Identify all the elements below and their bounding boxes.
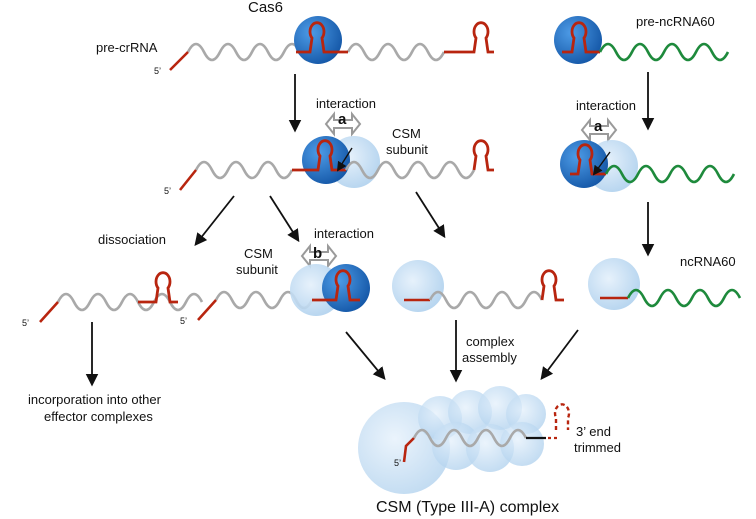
crrna-handle — [197, 299, 217, 321]
cas6-protein — [560, 140, 608, 188]
five-prime-label: 5’ — [394, 458, 401, 468]
csm-subunit-label: subunit — [236, 262, 278, 277]
cleavage-arrow — [592, 151, 611, 176]
csm-bound-crrna — [392, 260, 564, 312]
csm-subunit-protein — [432, 422, 480, 470]
csm-subunit-protein — [392, 260, 444, 312]
hairpin-icon — [292, 139, 346, 172]
crrna-handle — [39, 301, 59, 323]
ncrna-wave — [626, 288, 742, 308]
interaction-b: interaction b CSM subunit 5’ — [180, 226, 374, 326]
hairpin-icon — [138, 271, 178, 304]
arrow-dissociation — [194, 195, 235, 246]
complex-assembly-label: complex — [466, 334, 515, 349]
pre-ncrna60-group: pre-ncRNA60 — [554, 14, 730, 64]
letter-a: a — [338, 111, 347, 128]
arrow-cas6-retained — [269, 195, 300, 243]
letter-a: a — [594, 118, 603, 135]
dissociation-label: dissociation — [98, 232, 166, 247]
ncrna60-group: ncRNA60 — [588, 254, 742, 310]
complex-assembly-label: assembly — [462, 350, 517, 365]
arrow-cas6-released — [415, 191, 446, 239]
final-complex-title: CSM (Type III-A) complex — [376, 499, 559, 516]
interaction-label: interaction — [576, 98, 636, 113]
letter-b: b — [313, 245, 322, 262]
spacer-repeat-wave — [346, 42, 446, 62]
crrna-handle — [178, 169, 198, 191]
spacer-repeat-wave — [194, 160, 294, 180]
interaction-label: interaction — [316, 96, 376, 111]
csm-subunit-label: subunit — [386, 142, 428, 157]
arrow-to-complex — [345, 331, 386, 380]
interaction-label: interaction — [314, 226, 374, 241]
five-prime-label: 5’ — [154, 66, 161, 76]
end-trimmed-label: 3’ end — [576, 424, 611, 439]
double-arrow-icon — [580, 117, 618, 143]
pre-ncrna60-label: pre-ncRNA60 — [636, 14, 715, 29]
spacer-repeat-wave — [428, 290, 544, 310]
hairpin-icon — [540, 269, 564, 302]
hairpin-icon — [570, 143, 606, 176]
csm-subunit-label: CSM — [244, 246, 273, 261]
spacer-repeat-wave — [344, 160, 476, 180]
interaction-a-left: interaction a CSM subunit 5’ — [164, 96, 494, 196]
crrna-handle — [169, 51, 189, 71]
arrow-to-complex — [540, 329, 579, 381]
csm-complex: 5’ 3’ end trimmed — [358, 386, 621, 494]
hairpin-icon — [472, 139, 494, 172]
pre-crrna-label: pre-crRNA — [96, 40, 158, 55]
csm-subunit-label: CSM — [392, 126, 421, 141]
cas6-protein — [302, 136, 350, 184]
ncrna-wave — [598, 42, 730, 62]
csm-subunit-protein — [500, 422, 544, 466]
hairpin-icon — [296, 21, 348, 54]
trimmed-hairpin-icon — [553, 403, 571, 430]
csm-subunit-protein — [588, 258, 640, 310]
hairpin-icon — [312, 269, 360, 302]
incorporation-label: incorporation into other — [28, 392, 162, 407]
spacer-repeat-wave — [412, 428, 528, 448]
spacer-repeat-wave — [56, 292, 204, 312]
five-prime-label: 5’ — [180, 316, 187, 326]
free-crrna: 5’ — [22, 271, 204, 328]
cas6-label: Cas6 — [248, 0, 283, 16]
hairpin-icon — [562, 21, 600, 54]
end-trimmed-label: trimmed — [574, 440, 621, 455]
five-prime-label: 5’ — [164, 186, 171, 196]
interaction-a-right: interaction a — [560, 98, 736, 192]
ncrna60-label: ncRNA60 — [680, 254, 736, 269]
pre-crrna-group: Cas6 pre-crRNA 5’ — [96, 0, 494, 76]
crrna-handle — [402, 437, 415, 463]
five-prime-label: 5’ — [22, 318, 29, 328]
incorporation-label: effector complexes — [44, 409, 153, 424]
cleavage-arrow — [336, 147, 353, 172]
double-arrow-icon — [300, 243, 338, 269]
hairpin-icon — [444, 21, 494, 54]
double-arrow-icon — [324, 111, 362, 137]
ncrna-wave — [604, 164, 736, 184]
